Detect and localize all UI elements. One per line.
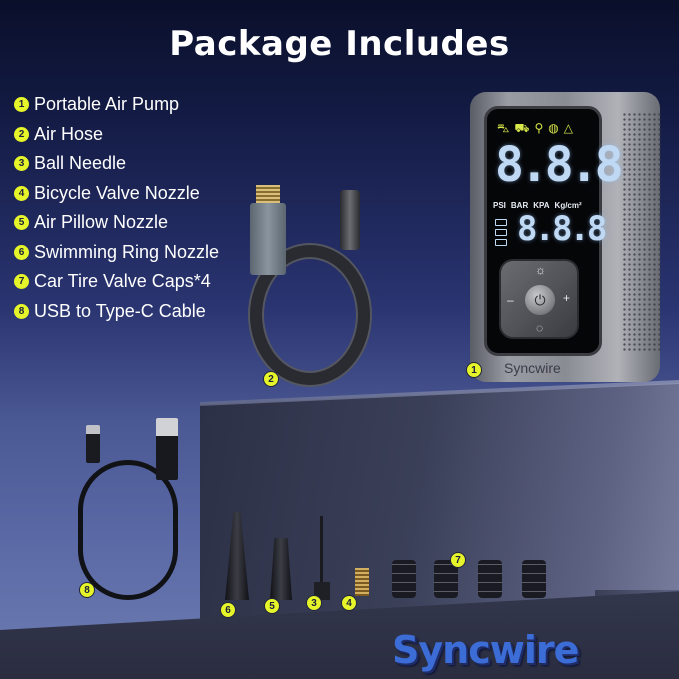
number-badge: 4	[14, 185, 29, 201]
type-c-connector	[86, 425, 100, 463]
unit-kgcm2: Kg/cm²	[554, 201, 582, 210]
number-badge: 6	[14, 244, 29, 260]
usb-a-connector	[156, 418, 178, 480]
package-list: 1 Portable Air Pump 2 Air Hose 3 Ball Needl…	[14, 90, 219, 326]
air-pillow-nozzle	[270, 538, 292, 600]
usb-cable-coil	[78, 460, 178, 600]
badge-4: 4	[341, 595, 357, 611]
badge-5: 5	[264, 598, 280, 614]
badge-2: 2	[263, 371, 279, 387]
badge-7: 7	[450, 552, 466, 568]
car-icon: ⛍	[497, 121, 510, 135]
power-icon: ⏻	[534, 291, 546, 308]
item-label: USB to Type-C Cable	[34, 300, 206, 321]
battery-icon	[495, 219, 507, 246]
stage-brand-logo: Syncwire	[392, 628, 579, 672]
bicycle-valve-nozzle	[355, 568, 369, 596]
badge-6: 6	[220, 602, 236, 618]
ball-icon: ◍	[548, 121, 559, 135]
plus-button[interactable]: +	[563, 291, 571, 305]
list-item: 4 Bicycle Valve Nozzle	[14, 179, 219, 209]
list-item: 3 Ball Needle	[14, 149, 219, 179]
item-label: Air Hose	[34, 123, 104, 144]
light-button[interactable]: ☼	[535, 263, 546, 277]
item-label: Ball Needle	[34, 153, 127, 174]
item-label: Car Tire Valve Caps*4	[34, 271, 211, 292]
item-label: Portable Air Pump	[34, 94, 180, 115]
unit-labels: PSI BAR KPA Kg/cm²	[493, 201, 582, 210]
number-badge: 1	[14, 97, 29, 113]
motorcycle-icon: ⛟	[514, 121, 530, 135]
number-badge: 7	[14, 274, 29, 290]
power-button[interactable]: ⏻	[525, 285, 555, 315]
list-item: 7 Car Tire Valve Caps*4	[14, 267, 219, 297]
valve-cap	[478, 560, 502, 598]
hose-connector	[250, 203, 286, 275]
valve-cap	[522, 560, 546, 598]
unit-psi: PSI	[493, 201, 506, 210]
pump-brand-logo: Syncwire	[504, 360, 561, 376]
list-item: 2 Air Hose	[14, 120, 219, 150]
item-label: Bicycle Valve Nozzle	[34, 182, 200, 203]
badge-3: 3	[306, 595, 322, 611]
badge-1: 1	[466, 362, 482, 378]
unit-kpa: KPA	[533, 201, 550, 210]
portable-air-pump: ⛍ ⛟ ⚲ ◍ △ 8.8.8 PSI BAR KPA Kg/cm² 8.8.8…	[470, 92, 670, 382]
list-item: 8 USB to Type-C Cable	[14, 297, 219, 327]
target-display: 8.8.8	[517, 209, 607, 249]
list-item: 5 Air Pillow Nozzle	[14, 208, 219, 238]
item-label: Air Pillow Nozzle	[34, 212, 169, 233]
unit-bar: BAR	[510, 201, 529, 210]
list-item: 1 Portable Air Pump	[14, 90, 219, 120]
valve-cap	[392, 560, 416, 598]
vent-grille	[622, 112, 662, 352]
custom-icon: △	[563, 121, 573, 135]
list-item: 6 Swimming Ring Nozzle	[14, 238, 219, 268]
number-badge: 2	[14, 126, 29, 142]
mode-button[interactable]: ◌	[536, 321, 544, 335]
number-badge: 3	[14, 156, 29, 172]
lcd-screen: ⛍ ⛟ ⚲ ◍ △ 8.8.8 PSI BAR KPA Kg/cm² 8.8.8…	[484, 106, 623, 356]
page-title: Package Includes	[169, 24, 510, 64]
hose-thread	[256, 185, 280, 203]
mode-icons: ⛍ ⛟ ⚲ ◍ △	[497, 121, 573, 137]
control-keypad: ☼ – + ⏻ ◌	[499, 259, 579, 339]
number-badge: 5	[14, 215, 29, 231]
badge-8: 8	[79, 582, 95, 598]
bicycle-icon: ⚲	[534, 121, 544, 135]
minus-button[interactable]: –	[507, 293, 514, 307]
hose-chuck	[340, 190, 360, 250]
pressure-display: 8.8.8	[495, 137, 623, 193]
item-label: Swimming Ring Nozzle	[34, 241, 220, 262]
number-badge: 8	[14, 303, 29, 319]
ball-needle	[320, 516, 323, 586]
